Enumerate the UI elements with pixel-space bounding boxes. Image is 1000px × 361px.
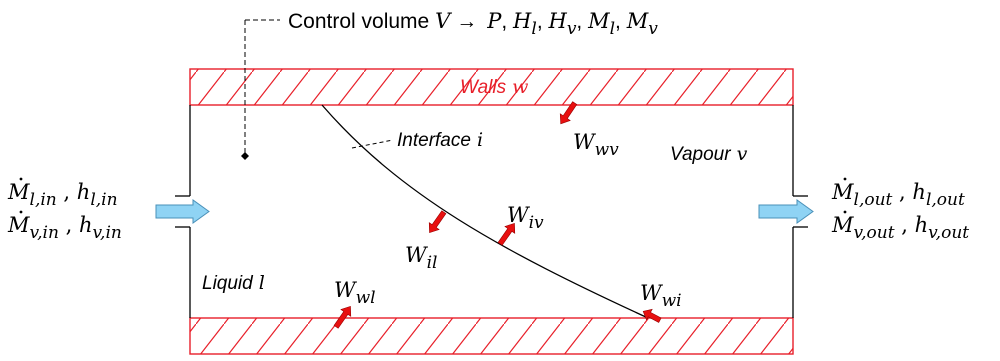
inlet-dot-liquid — [19, 177, 23, 181]
inlet-vapour-label: Mv,in , hv,in — [7, 213, 122, 243]
inlet-liquid-label: Ml,in , hl,in — [7, 180, 118, 210]
inlet-labels: Ml,in , hl,in Mv,in , hv,in — [7, 177, 122, 243]
inlet-dot-vapour — [19, 210, 23, 214]
arrow-il — [428, 210, 447, 234]
outlet-flow-arrow — [758, 199, 814, 224]
label-wwi: Wwi — [640, 281, 682, 311]
arrow-wv — [559, 101, 578, 125]
outlet-dot-liquid — [843, 177, 847, 181]
outlet-dot-vapour — [843, 210, 847, 214]
side-boundaries — [175, 105, 808, 318]
interface-leader — [351, 139, 394, 149]
label-wiv: Wiv — [507, 203, 544, 233]
top-wall — [189, 68, 794, 106]
bottom-wall — [189, 317, 794, 355]
control-volume-leader — [244, 19, 280, 156]
arrow-wi — [642, 308, 662, 323]
outlet-labels: Ml,out , hl,out Mv,out , hv,out — [831, 177, 969, 243]
label-wwl: Wwl — [334, 278, 376, 308]
control-volume-marker — [241, 152, 249, 160]
outlet-vapour-label: Mv,out , hv,out — [831, 213, 969, 243]
interface-curve — [321, 104, 649, 319]
arrow-wl — [333, 305, 352, 329]
inlet-flow-arrow — [155, 199, 210, 224]
outlet-liquid-label: Ml,out , hl,out — [831, 180, 965, 210]
arrow-iv — [497, 222, 516, 246]
control-volume-label: Control volume V→P, Hl, Hv, Ml, Mv — [288, 9, 658, 39]
label-wwv: Wwv — [573, 130, 619, 160]
label-wil: Wil — [405, 243, 437, 273]
